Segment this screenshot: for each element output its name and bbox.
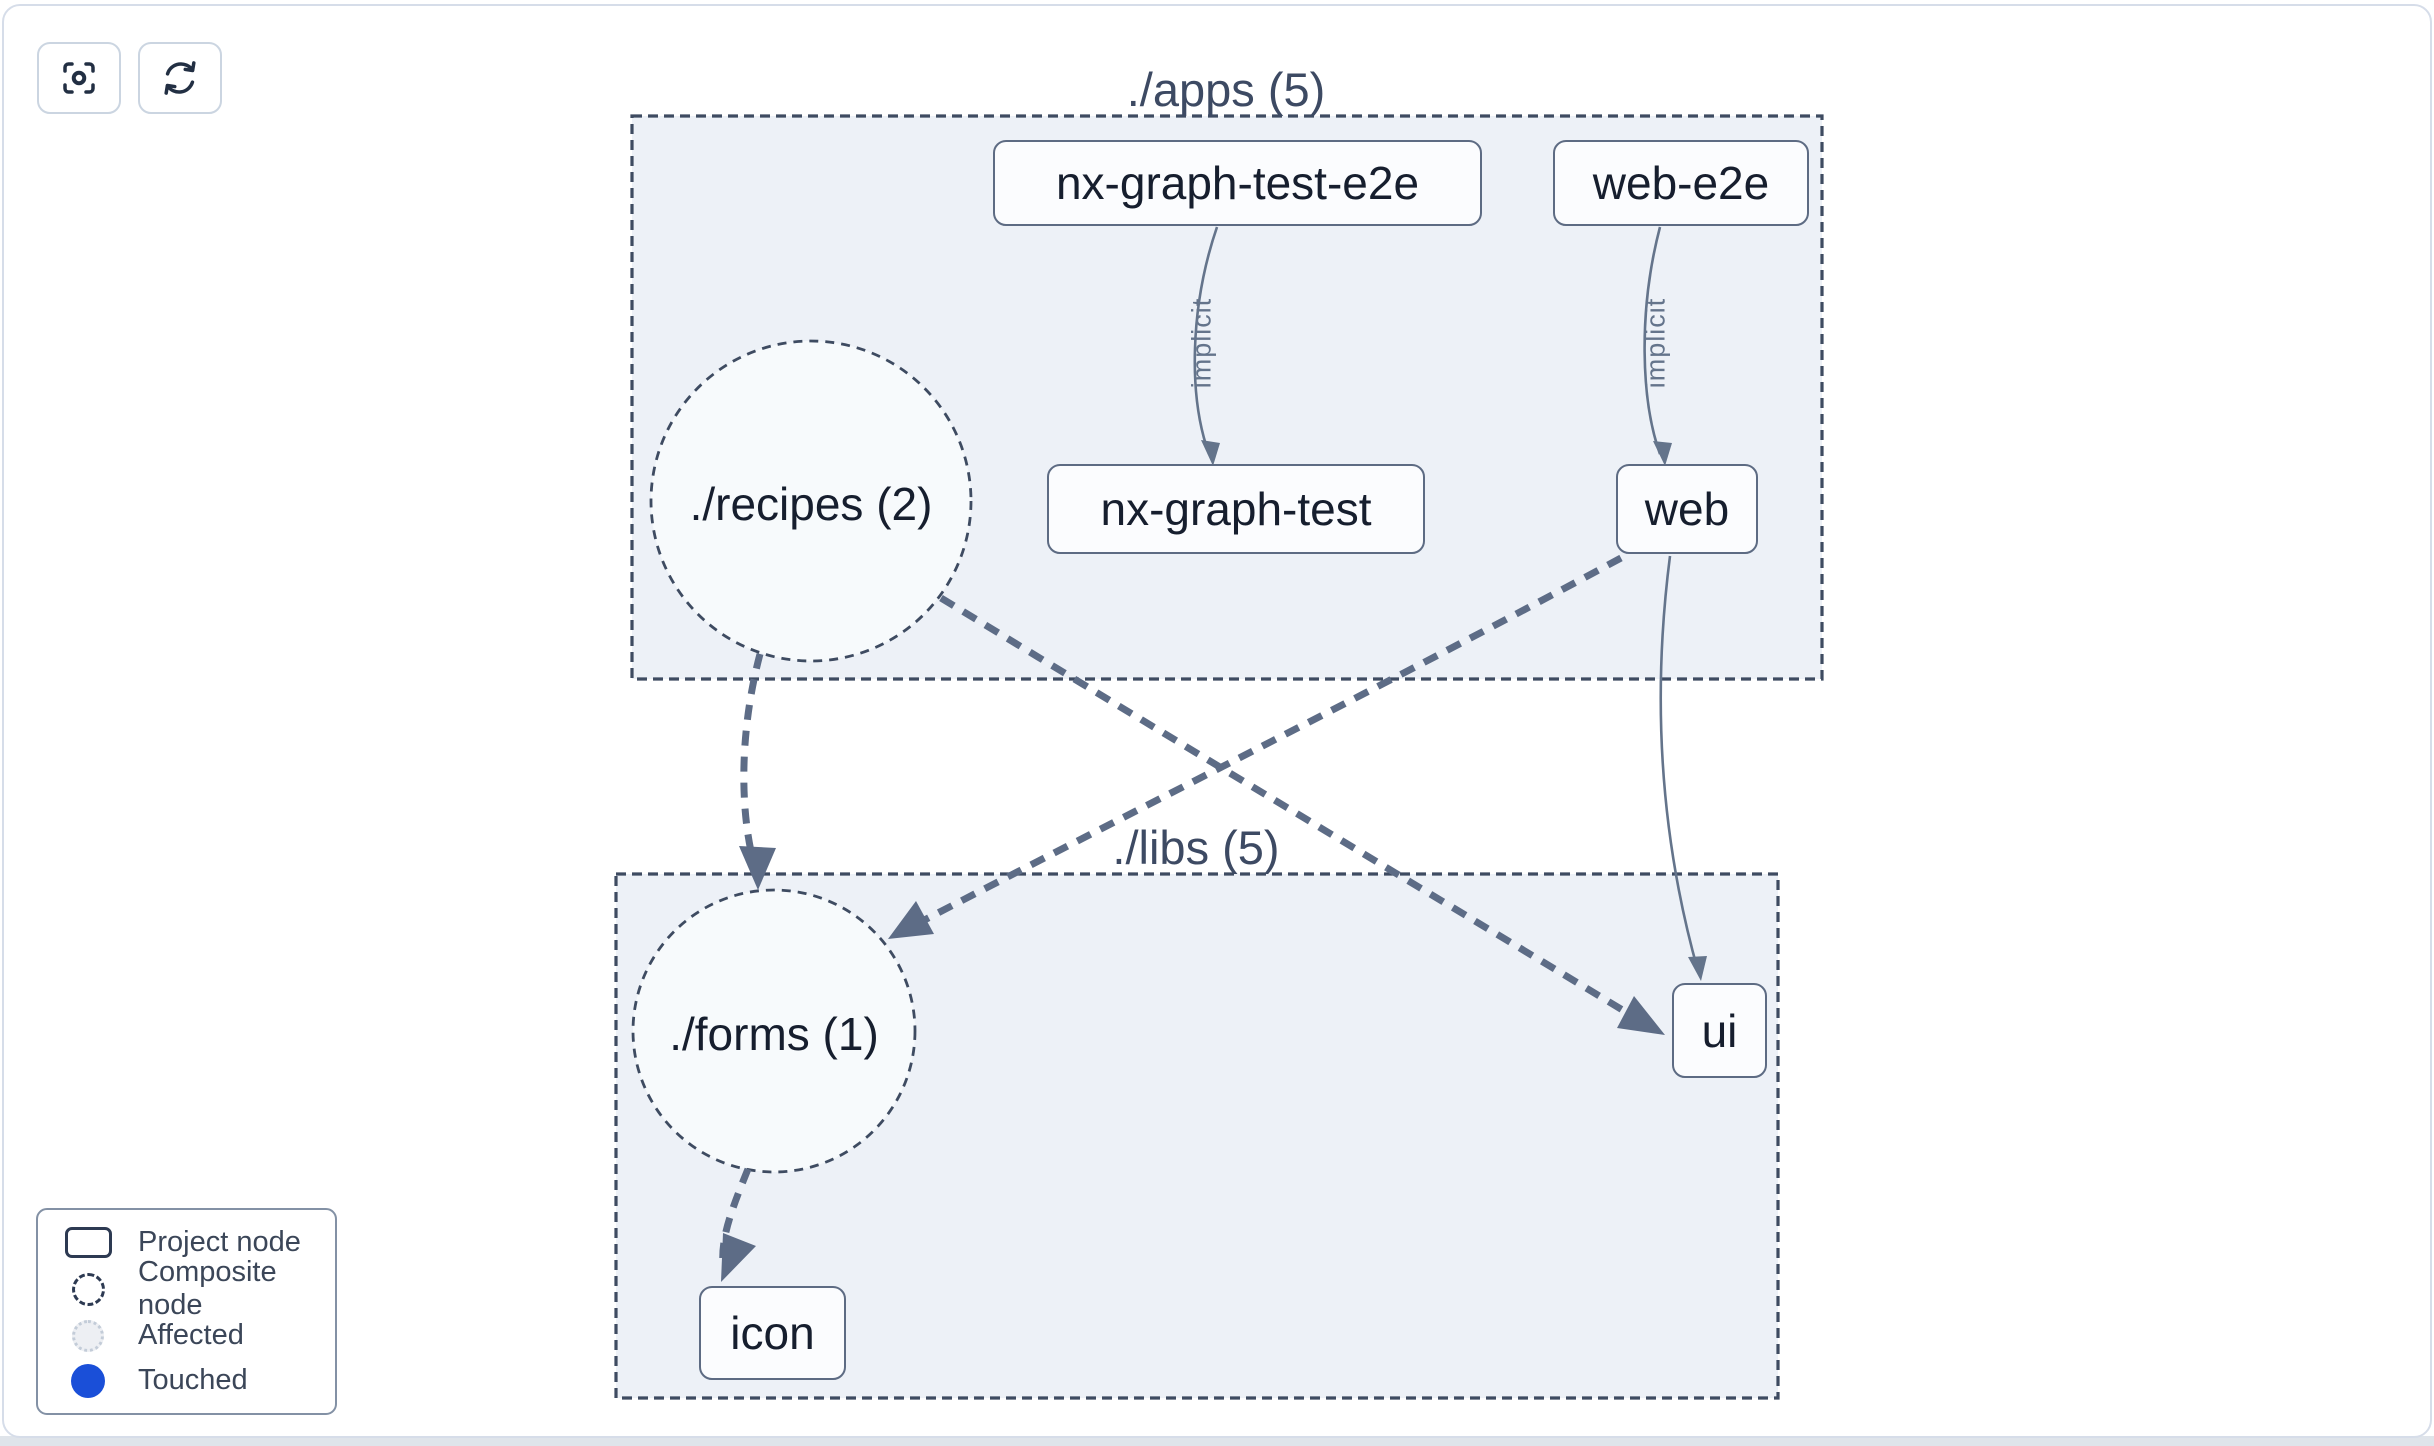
node-nx-graph-test-e2e[interactable]: nx-graph-test-e2e [993,140,1482,226]
legend-label: Affected [138,1319,244,1351]
legend-label: Touched [138,1364,248,1396]
legend: Project node Composite node Affected Tou… [36,1208,337,1415]
edge-label-implicit-1: implicit [1186,297,1217,389]
node-icon[interactable]: icon [699,1286,846,1380]
legend-item-affected: Affected [38,1313,335,1358]
arrowhead-forms-to-icon [721,1233,756,1282]
legend-item-project-node: Project node [38,1220,335,1265]
edge-recipes-to-ui [939,595,1646,1026]
legend-label: Composite node [138,1256,277,1321]
touched-swatch-icon [71,1363,105,1398]
legend-item-composite-node: Composite node [38,1256,335,1321]
composite-node-recipes[interactable] [649,339,973,663]
arrowhead [1201,440,1220,466]
focus-scan-icon [63,62,95,94]
composite-node-forms[interactable] [631,888,917,1174]
affected-swatch-icon [72,1319,104,1352]
composite-label-recipes[interactable]: ./recipes (2) [689,478,933,530]
arrowhead-web-to-forms [888,901,934,939]
toolbar [37,42,222,114]
composite-node-swatch-icon [71,1272,105,1306]
edge-recipes-to-forms [740,653,764,869]
node-web[interactable]: web [1616,464,1758,554]
node-nx-graph-test[interactable]: nx-graph-test [1047,464,1425,554]
node-web-e2e[interactable]: web-e2e [1553,140,1809,226]
arrowhead [1688,956,1707,981]
composite-label-forms[interactable]: ./forms (1) [669,1008,879,1060]
refresh-icon [164,61,196,95]
legend-item-touched: Touched [38,1358,335,1403]
arrowhead-recipes-to-forms [739,846,776,890]
node-ui[interactable]: ui [1672,983,1767,1078]
arrowhead [1653,441,1672,466]
edge-web-to-ui [1659,555,1707,981]
edge-web-to-forms [907,554,1623,932]
edge-label-implicit-2: implicit [1640,297,1671,389]
edge-nx-graph-test-e2e-to-nx-graph-test [1193,226,1220,466]
legend-label: Project node [138,1226,301,1258]
page-background-strip [0,1436,2434,1446]
edge-web-e2e-to-web [1643,226,1672,466]
graph-canvas[interactable]: ./apps (5) ./libs (5) ./recipes (2) ./fo… [2,4,2432,1438]
center-graph-button[interactable] [37,42,121,114]
arrowhead-recipes-to-ui [1617,996,1665,1035]
graph-edges-layer [614,114,1824,1400]
container-label-libs: ./libs (5) [1112,821,1280,874]
project-node-swatch-icon [64,1227,112,1258]
refresh-button[interactable] [138,42,222,114]
container-label-apps: ./apps (5) [1126,63,1326,116]
